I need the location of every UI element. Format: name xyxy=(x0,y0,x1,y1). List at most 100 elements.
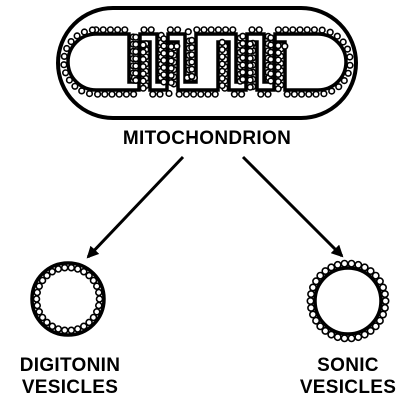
membrane-particle xyxy=(275,50,281,56)
membrane-particle xyxy=(319,27,325,33)
membrane-particle xyxy=(168,58,174,64)
vesicle-particle xyxy=(310,284,316,290)
membrane-particle xyxy=(108,27,114,33)
membrane-particle xyxy=(140,64,146,70)
membrane-particle xyxy=(219,61,225,67)
membrane-particle xyxy=(74,33,80,39)
membrane-particle xyxy=(265,91,271,97)
membrane-particle xyxy=(133,56,139,62)
digitonin-vesicles-label: DIGITONIN VESICLES xyxy=(0,355,140,399)
membrane-particle xyxy=(133,78,139,84)
membrane-particle xyxy=(90,27,96,33)
vesicle-particle xyxy=(310,311,316,317)
membrane-particle xyxy=(141,27,147,33)
membrane-particle xyxy=(148,27,154,33)
membrane-particle xyxy=(133,42,139,48)
membrane-particle xyxy=(161,72,167,78)
membrane-particle xyxy=(327,29,333,35)
membrane-particle xyxy=(133,63,139,69)
membrane-particle xyxy=(347,54,353,60)
membrane-particle xyxy=(140,42,146,48)
membrane-particle xyxy=(240,62,246,68)
arrow-to-sonic-vesicles xyxy=(243,157,342,256)
membrane-particle xyxy=(161,65,167,71)
membrane-particle xyxy=(219,76,225,82)
membrane-particle xyxy=(292,91,298,97)
vesicle-particle xyxy=(96,303,102,309)
membrane-particle xyxy=(174,43,180,49)
membrane-particle xyxy=(297,27,303,33)
membrane-particle xyxy=(189,52,195,58)
membrane-particle xyxy=(168,27,174,33)
membrane-particle xyxy=(168,65,174,71)
vesicle-particle xyxy=(341,261,347,267)
membrane-particle xyxy=(201,27,207,33)
arrow-to-digitonin-vesicles xyxy=(88,157,183,257)
vesicle-particle xyxy=(307,298,313,304)
membrane-particle xyxy=(304,27,310,33)
vesicle-particle xyxy=(348,335,354,341)
membrane-particle xyxy=(133,34,139,40)
vesicle-particle xyxy=(382,291,388,297)
membrane-particle xyxy=(268,71,274,77)
vesicle-particle xyxy=(34,290,40,296)
membrane-particle xyxy=(247,48,253,54)
membrane-particle xyxy=(268,42,274,48)
membrane-particle xyxy=(61,62,67,68)
membrane-particle xyxy=(67,77,73,83)
membrane-particle xyxy=(208,27,214,33)
membrane-particle xyxy=(312,27,318,33)
membrane-particle xyxy=(256,27,262,33)
membrane-particle xyxy=(161,50,167,56)
membrane-particle xyxy=(189,38,195,44)
membrane-particle xyxy=(115,27,121,33)
vesicle-particle xyxy=(81,323,87,329)
membrane-particle xyxy=(161,43,167,49)
membrane-particle xyxy=(64,46,70,52)
membrane-particle xyxy=(95,91,101,97)
membrane-particle xyxy=(313,91,319,97)
membrane-particle xyxy=(109,91,115,97)
membrane-particle xyxy=(63,70,69,76)
sonic-vesicles-label: SONIC VESICLES xyxy=(282,355,414,399)
membrane-particle xyxy=(321,91,327,97)
membrane-particle xyxy=(240,69,246,75)
membrane-particle xyxy=(347,63,353,69)
membrane-particle xyxy=(268,64,274,70)
vesicle-particle xyxy=(380,311,386,317)
mitochondrion-label: MITOCHONDRION xyxy=(97,128,317,150)
membrane-particle xyxy=(247,84,253,90)
membrane-particle xyxy=(140,78,146,84)
membrane-particle xyxy=(275,57,281,63)
vesicle-particle xyxy=(362,331,368,337)
membrane-particle xyxy=(268,49,274,55)
membrane-particle xyxy=(189,45,195,51)
membrane-particle xyxy=(191,91,197,97)
vesicle-particle xyxy=(313,318,319,324)
membrane-particle xyxy=(140,85,146,91)
membrane-particle xyxy=(239,91,245,97)
membrane-particle xyxy=(140,57,146,63)
membrane-particle xyxy=(268,57,274,63)
membrane-particle xyxy=(100,27,106,33)
membrane-particle xyxy=(275,64,281,70)
digitonin-label-line-2: VESICLES xyxy=(0,377,140,399)
vesicle-particle xyxy=(55,326,61,332)
vesicle-particle xyxy=(341,335,347,341)
membrane-particle xyxy=(168,51,174,57)
membrane-particle xyxy=(275,43,281,49)
membrane-particle xyxy=(240,55,246,61)
vesicle-particle xyxy=(49,269,55,275)
membrane-particle xyxy=(276,27,282,33)
membrane-particle xyxy=(161,58,167,64)
vesicle-particle xyxy=(328,264,334,270)
membrane-particle xyxy=(102,91,108,97)
membrane-particle xyxy=(306,91,312,97)
membrane-particle xyxy=(219,47,225,53)
membrane-particle xyxy=(131,91,137,97)
membrane-particle xyxy=(247,63,253,69)
membrane-particle xyxy=(168,44,174,50)
sonic-vesicle-membrane xyxy=(315,268,381,334)
membrane-particle xyxy=(219,40,225,46)
membrane-particle xyxy=(240,41,246,47)
